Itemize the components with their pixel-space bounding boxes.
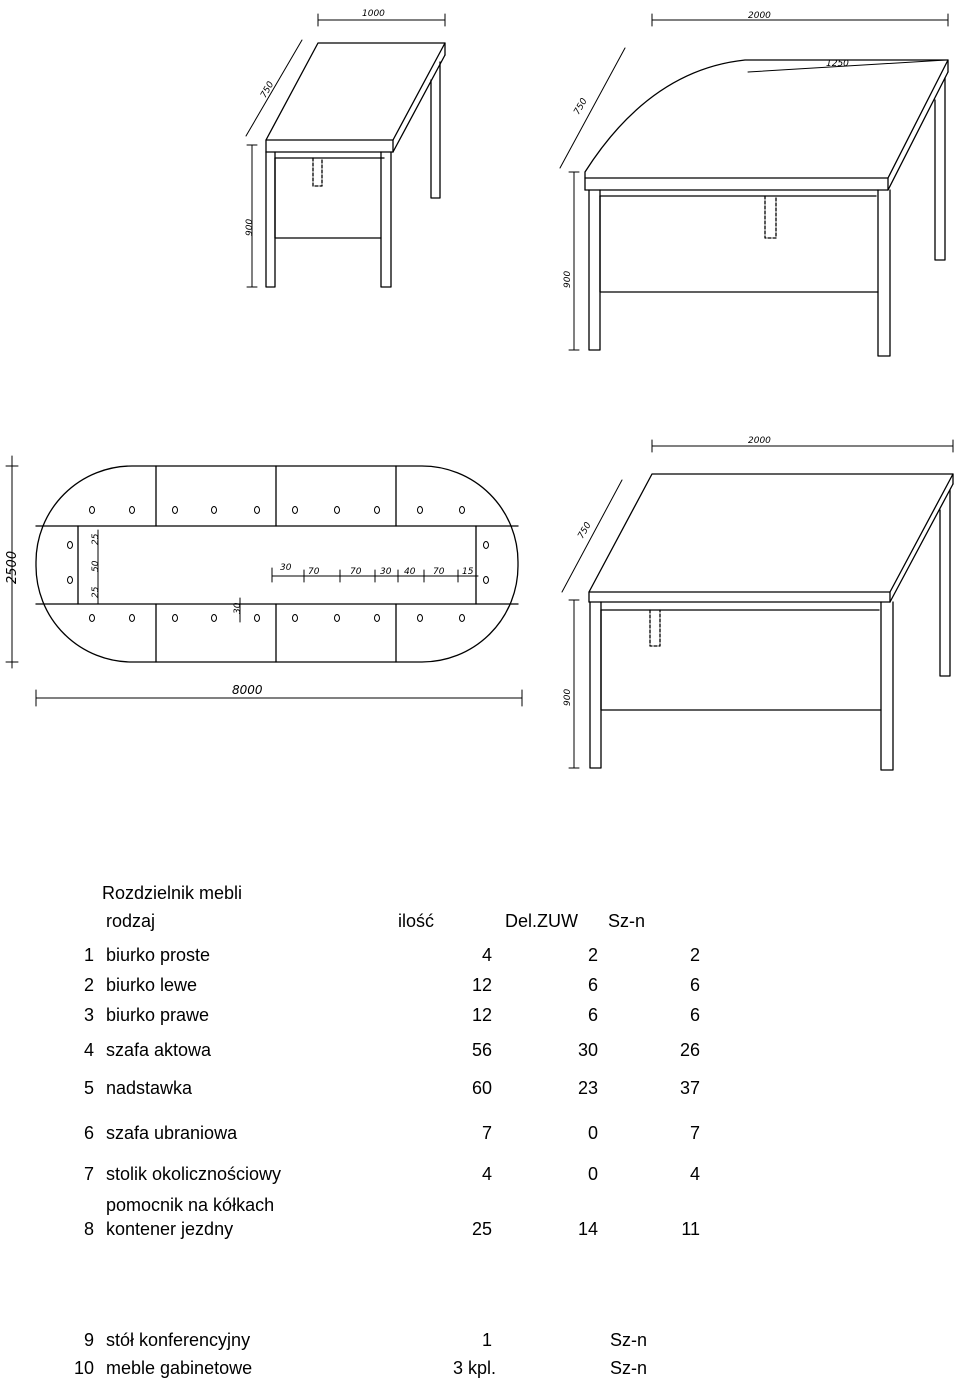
table-title: Rozdzielnik mebli xyxy=(102,883,243,903)
row-name: stolik okolicznościowy xyxy=(106,1164,282,1184)
row-name: stół konferencyjny xyxy=(106,1330,251,1350)
straight-desk-drawing: 1000 750 900 xyxy=(245,9,446,288)
row-name: biurko prawe xyxy=(106,1005,210,1025)
dim-spacing-1: 30 xyxy=(280,563,292,573)
dim-wide-width: 2000 xyxy=(748,436,771,446)
row-number: 2 xyxy=(83,975,94,995)
row-name-line1: pomocnik na kółkach xyxy=(106,1195,275,1215)
row-del-zuw: 14 xyxy=(577,1219,598,1239)
row-sz-n: 6 xyxy=(689,1005,700,1025)
row-sz-n: 37 xyxy=(679,1078,700,1098)
row-sz-n: 11 xyxy=(681,1219,700,1239)
header-rodzaj: rodzaj xyxy=(106,911,156,931)
row-ilosc: 3 kpl. xyxy=(453,1358,497,1378)
dim-spacing-4: 30 xyxy=(380,567,392,577)
corner-desk-drawing: 2000 1250 750 900 xyxy=(559,11,949,357)
row-name: meble gabinetowe xyxy=(106,1358,253,1378)
row-number: 10 xyxy=(73,1358,94,1378)
row-del-zuw: 23 xyxy=(577,1078,598,1098)
row-del-zuw: 2 xyxy=(587,945,598,965)
row-name: biurko lewe xyxy=(106,975,198,995)
dim-spacing-2: 70 xyxy=(308,567,320,577)
conference-table-plan: 30 70 70 30 40 70 15 25 50 25 30 2500 80… xyxy=(5,455,523,707)
dim-corner-height: 900 xyxy=(563,271,573,288)
row-destination: Sz-n xyxy=(610,1358,648,1378)
row-number: 1 xyxy=(83,945,94,965)
dim-side-1: 25 xyxy=(91,533,101,545)
row-del-zuw: 30 xyxy=(577,1040,598,1060)
dim-side-2: 50 xyxy=(91,560,101,572)
row-ilosc: 4 xyxy=(481,945,492,965)
dim-gap: 30 xyxy=(233,602,243,614)
dim-corner-inner: 1250 xyxy=(826,59,849,69)
header-ilosc: ilość xyxy=(398,911,435,931)
row-number: 6 xyxy=(83,1123,94,1143)
row-ilosc: 12 xyxy=(471,1005,492,1025)
dim-wide-height: 900 xyxy=(563,689,573,706)
row-sz-n: 6 xyxy=(689,975,700,995)
row-sz-n: 2 xyxy=(689,945,700,965)
dim-spacing-7: 15 xyxy=(462,567,474,577)
row-ilosc: 1 xyxy=(481,1330,492,1350)
row-name: kontener jezdny xyxy=(106,1219,234,1239)
header-sz-n: Sz-n xyxy=(608,911,646,931)
dim-corner-depth: 750 xyxy=(572,97,589,117)
row-destination: Sz-n xyxy=(610,1330,648,1350)
dim-spacing-5: 40 xyxy=(404,567,416,577)
row-ilosc: 7 xyxy=(481,1123,492,1143)
row-number: 8 xyxy=(83,1219,94,1239)
row-name: biurko proste xyxy=(106,945,211,965)
header-del-zuw: Del.ZUW xyxy=(505,911,578,931)
row-number: 3 xyxy=(83,1005,94,1025)
row-del-zuw: 6 xyxy=(587,1005,598,1025)
row-name: nadstawka xyxy=(106,1078,193,1098)
dim-side-3: 25 xyxy=(91,586,101,598)
dim-table-length: 8000 xyxy=(232,683,263,697)
row-del-zuw: 0 xyxy=(587,1123,598,1143)
row-del-zuw: 0 xyxy=(587,1164,598,1184)
row-number: 5 xyxy=(83,1078,94,1098)
row-name: szafa aktowa xyxy=(106,1040,212,1060)
dim-corner-width: 2000 xyxy=(748,11,771,21)
row-sz-n: 4 xyxy=(689,1164,700,1184)
dim-table-width: 2500 xyxy=(5,551,20,584)
row-number: 9 xyxy=(83,1330,94,1350)
row-number: 7 xyxy=(83,1164,94,1184)
row-ilosc: 60 xyxy=(471,1078,492,1098)
row-ilosc: 4 xyxy=(481,1164,492,1184)
row-del-zuw: 6 xyxy=(587,975,598,995)
row-ilosc: 12 xyxy=(471,975,492,995)
dim-straight-width: 1000 xyxy=(362,9,385,19)
furniture-drawings: 1000 750 900 2000 1250 750 900 xyxy=(5,9,954,771)
row-sz-n: 7 xyxy=(689,1123,700,1143)
dim-spacing-6: 70 xyxy=(433,567,445,577)
wide-desk-drawing: 2000 750 900 xyxy=(561,436,954,771)
dim-spacing-3: 70 xyxy=(350,567,362,577)
row-ilosc: 56 xyxy=(471,1040,492,1060)
dim-straight-height: 900 xyxy=(245,219,255,236)
row-sz-n: 26 xyxy=(679,1040,700,1060)
row-ilosc: 25 xyxy=(471,1219,492,1239)
row-name: szafa ubraniowa xyxy=(106,1123,238,1143)
dim-straight-depth: 750 xyxy=(259,80,276,100)
row-number: 4 xyxy=(83,1040,94,1060)
